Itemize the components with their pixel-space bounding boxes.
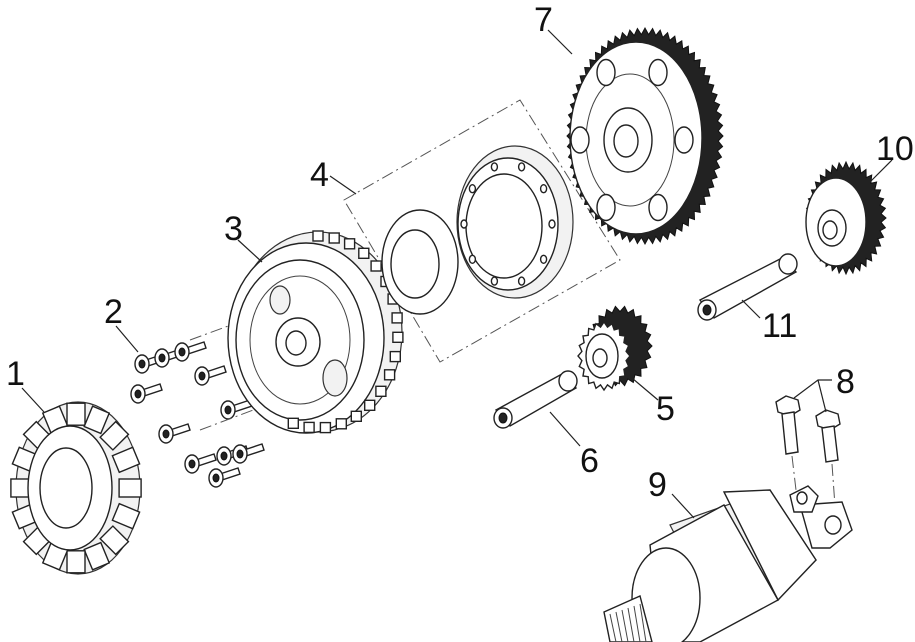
part-4-clutch xyxy=(343,99,621,363)
part-11-shaft xyxy=(697,253,798,321)
leader-lines xyxy=(21,29,893,519)
label-part-7: 7 xyxy=(534,1,553,39)
part-1-stator xyxy=(10,401,142,575)
label-part-11: 11 xyxy=(762,307,797,345)
part-10-double-gear xyxy=(805,160,887,276)
label-part-1: 1 xyxy=(6,355,25,393)
label-part-3: 3 xyxy=(224,210,243,248)
part-5-idle-gear xyxy=(577,305,653,392)
label-part-10: 10 xyxy=(876,130,914,168)
part-2-screws xyxy=(130,309,281,488)
part-labels: 1 2 3 4 7 10 11 5 6 8 9 xyxy=(6,1,914,504)
part-3-flywheel xyxy=(227,230,404,434)
label-part-6: 6 xyxy=(580,442,599,480)
label-part-8: 8 xyxy=(836,363,855,401)
part-6-shaft xyxy=(493,370,578,429)
part-9-starter-motor xyxy=(603,485,853,642)
label-part-9: 9 xyxy=(648,466,667,504)
label-part-4: 4 xyxy=(310,156,329,194)
label-part-2: 2 xyxy=(104,293,123,331)
label-part-5: 5 xyxy=(656,390,675,428)
part-7-starter-gear xyxy=(566,26,724,246)
